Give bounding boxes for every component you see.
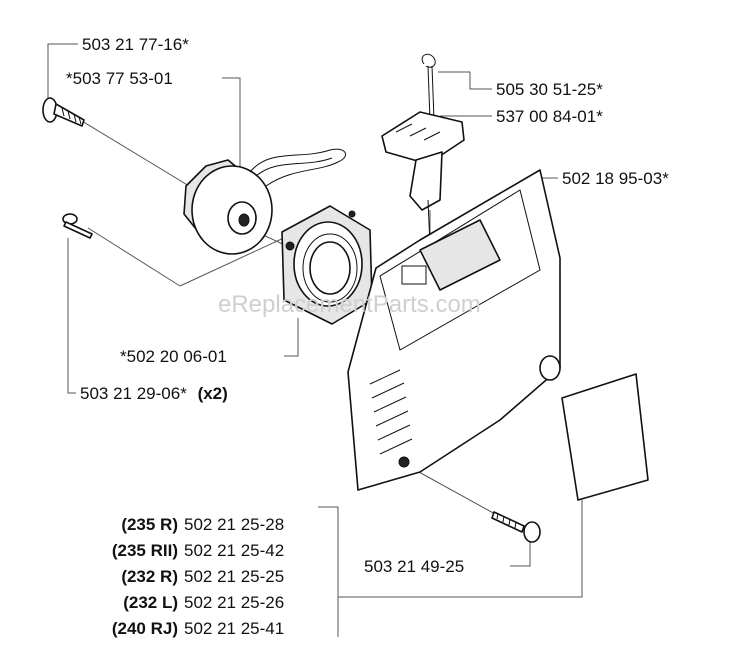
model-part: 502 21 25-26 [184,593,284,612]
label-502-20-06-01: *502 20 06-01 [120,347,227,366]
label-503-77-53-01: *503 77 53-01 [66,69,173,88]
screw-503-21-29-06 [62,213,93,239]
watermark: eReplacementParts.com [218,291,481,318]
model-name: (240 RJ) [112,619,178,638]
model-row: (235 R) [121,515,178,534]
model-part: 502 21 25-42 [184,541,284,560]
model-row: (232 R) [121,567,178,586]
label-503-21-29-06-qty: (x2) [198,384,228,403]
model-name: (235 R) [121,515,178,534]
screw-503-21-77-16 [42,97,85,127]
model-row: (235 RII) [112,541,178,560]
model-name: (232 L) [123,593,178,612]
model-part: 502 21 25-25 [184,567,284,586]
filter-plate-502-21-25 [561,373,649,501]
screw-503-21-49-25 [491,511,541,543]
model-part-list: (235 R) 502 21 25-28 (235 RII) 502 21 25… [112,515,284,638]
starter-handle-537-00-84-01 [381,53,465,247]
model-name: (235 RII) [112,541,178,560]
model-part: 502 21 25-41 [184,619,284,638]
label-503-21-29-06: 503 21 29-06* (x2) [80,384,228,403]
model-row: (232 L) [123,593,178,612]
label-503-21-49-25: 503 21 49-25 [364,557,464,576]
label-505-30-51-25: 505 30 51-25* [496,80,603,99]
label-503-21-77-16: 503 21 77-16* [82,35,189,54]
starter-cover-502-18-95-03 [347,169,561,491]
model-part: 502 21 25-28 [184,515,284,534]
pulley-503-77-53-01 [183,148,347,255]
model-name: (232 R) [121,567,178,586]
model-row: (240 RJ) [112,619,178,638]
label-503-21-29-06-part: 503 21 29-06* [80,384,187,403]
label-502-18-95-03: 502 18 95-03* [562,169,669,188]
label-537-00-84-01: 537 00 84-01* [496,107,603,126]
